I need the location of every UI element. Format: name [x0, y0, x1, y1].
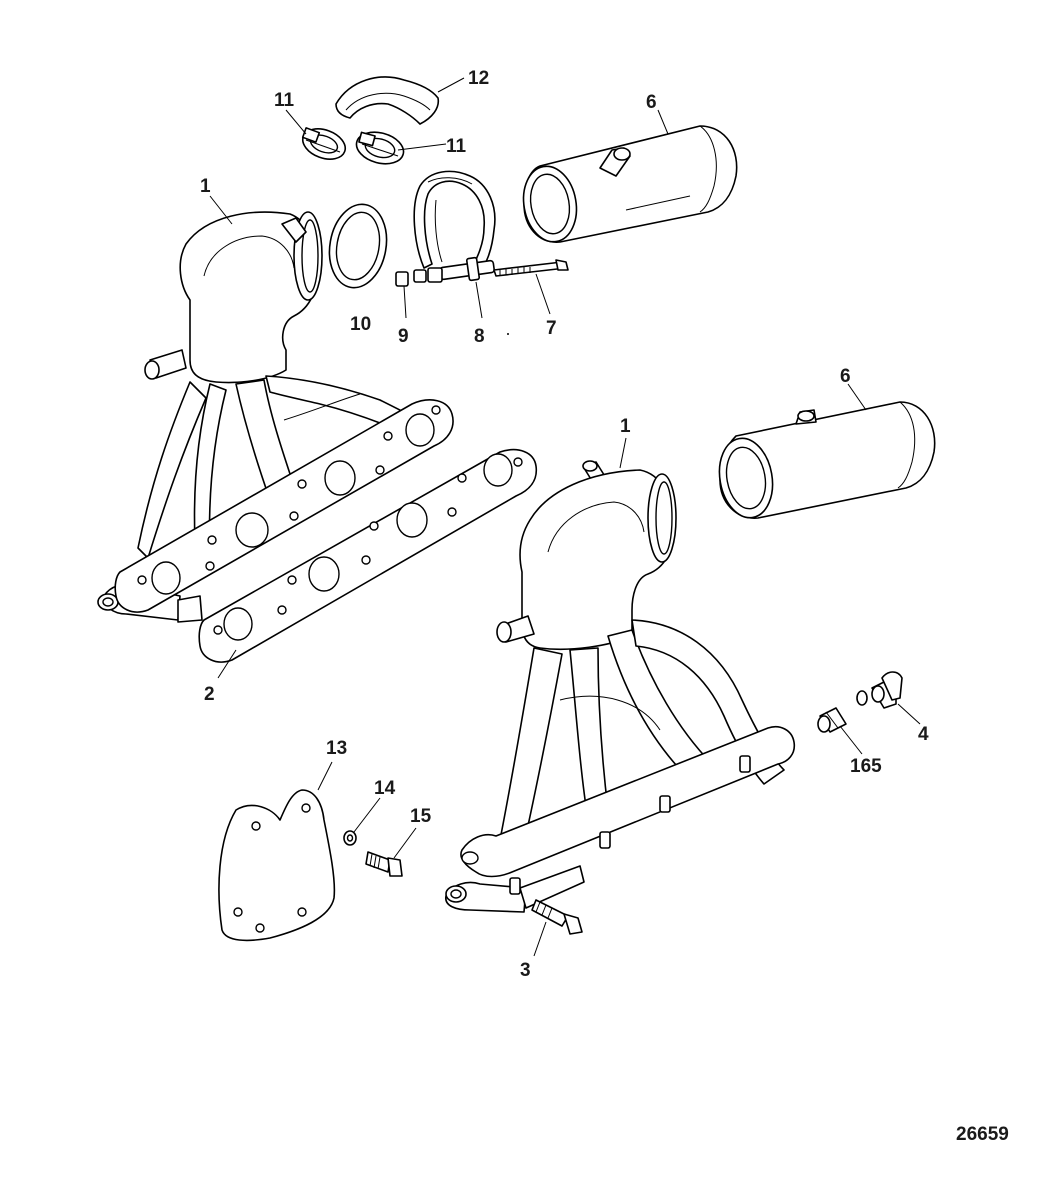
exhaust-pipe-part-6-upper: [522, 125, 738, 243]
washer-part-14: [343, 830, 357, 846]
o-ring-part-4: [856, 690, 868, 706]
t-bolt-part-7: [493, 259, 569, 277]
gasket-ring-part-10: [328, 203, 388, 289]
manifold-gasket-upper: [114, 399, 454, 613]
callout-7: 7: [546, 318, 557, 339]
callout-8: 8: [474, 326, 485, 347]
callout-labels: 1 1 2 3 4 6 6 7 8 9 10 11 11 12 13 14 15…: [200, 68, 929, 981]
exhaust-pipe-part-6-lower: [718, 401, 936, 519]
callout-2: 2: [204, 684, 215, 705]
callout-1-left: 1: [200, 176, 211, 197]
callout-11-right: 11: [446, 136, 467, 157]
figure-id: 26659: [956, 1124, 1009, 1145]
manifold-gasket-part-2: [198, 448, 538, 663]
callout-6-lower: 6: [840, 366, 851, 387]
callout-13: 13: [326, 738, 347, 759]
exhaust-manifold-part-1-right: [445, 460, 796, 913]
bracket-plate-part-13: [218, 789, 336, 942]
stray-dot: [507, 333, 509, 335]
hose-part-12: [335, 76, 440, 125]
callout-10: 10: [350, 314, 371, 335]
hose-clamp-part-11-right: [355, 131, 405, 165]
callout-12: 12: [468, 68, 489, 89]
v-band-clamp-part-8: [413, 170, 496, 282]
callout-165: 165: [850, 756, 882, 777]
hose-clamp-part-11-left: [301, 127, 347, 160]
callout-1-right: 1: [620, 416, 631, 437]
fitting-part-4: [871, 671, 903, 709]
callout-9: 9: [398, 326, 409, 347]
bolt-part-3: [531, 899, 583, 935]
callout-14: 14: [374, 778, 396, 799]
callout-3: 3: [520, 960, 531, 981]
nut-part-9: [395, 267, 443, 287]
callout-4: 4: [918, 724, 929, 745]
bolt-part-15: [365, 851, 403, 877]
leader-lines: [209, 77, 921, 957]
fitting-part-165: [817, 707, 847, 733]
callout-11-left: 11: [274, 90, 295, 111]
callout-15: 15: [410, 806, 432, 827]
callout-6-upper: 6: [646, 92, 657, 113]
